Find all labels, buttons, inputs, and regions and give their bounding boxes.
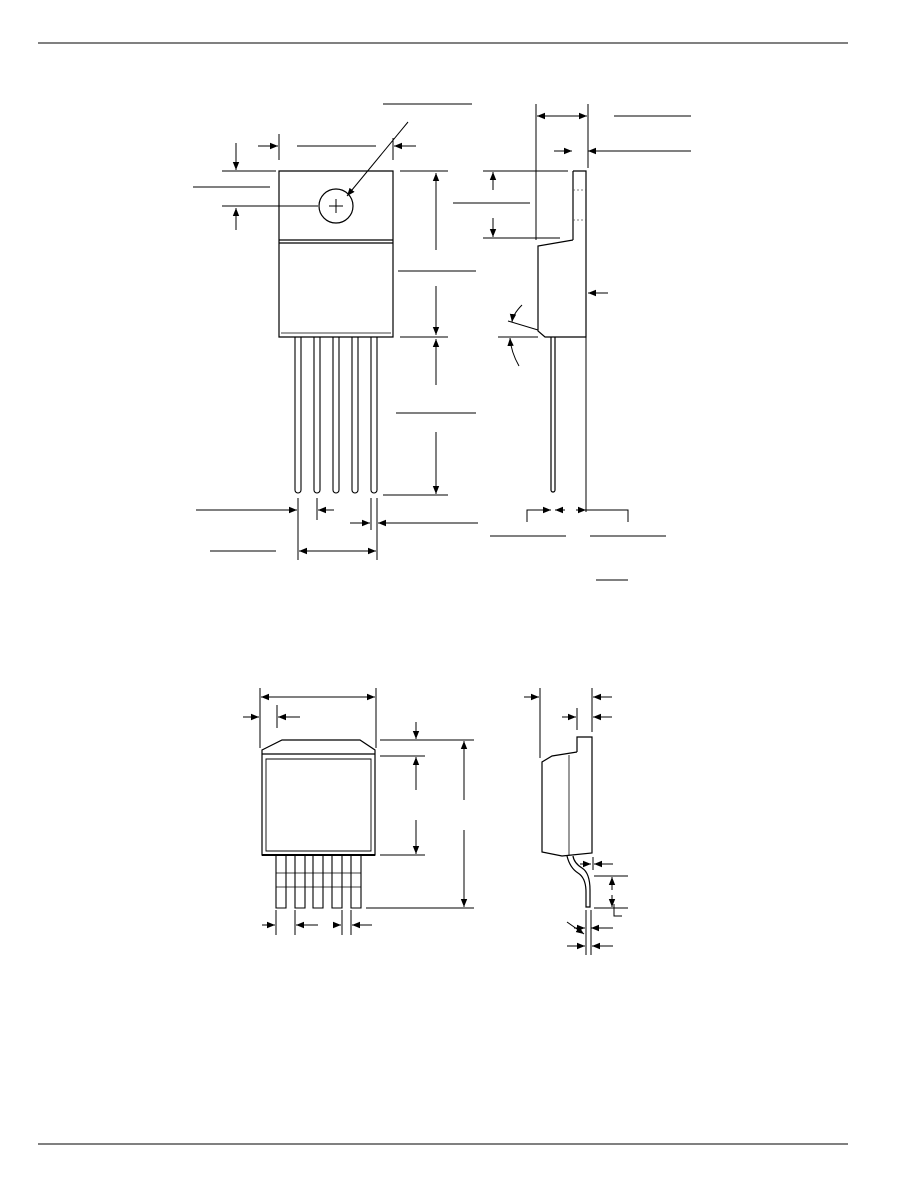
to263-side-view — [542, 737, 592, 907]
to220-side-body — [538, 240, 586, 337]
smd-lead-1 — [276, 855, 286, 908]
to263-front-dimensions — [243, 688, 474, 935]
mounting-hole — [319, 189, 353, 223]
to263-leads — [276, 855, 361, 908]
to263-side-dimensions — [524, 688, 628, 955]
lead-3 — [333, 337, 339, 493]
to263-gullwing-lead — [567, 856, 590, 907]
to220-side-tab — [573, 171, 586, 243]
smd-lead-4 — [332, 855, 342, 908]
smd-lead-5 — [351, 855, 361, 908]
to263-front-view — [262, 740, 375, 908]
to220-leads — [295, 337, 377, 493]
to220-side-dimensions — [453, 104, 691, 580]
to220-front-dimensions — [193, 104, 478, 560]
to263-side-tab — [577, 737, 592, 752]
smd-lead-3 — [313, 855, 323, 908]
to220-side-view — [538, 171, 586, 492]
to263-side-body — [542, 752, 592, 856]
to263-package-outline — [262, 740, 375, 855]
lead-2 — [314, 337, 320, 493]
to220-side-lead — [551, 337, 555, 492]
lead-4 — [352, 337, 358, 493]
to220-package-outline — [279, 171, 393, 337]
to220-front-view — [279, 171, 393, 493]
lead-1 — [295, 337, 301, 493]
smd-lead-2 — [295, 855, 305, 908]
lead-5 — [371, 337, 377, 493]
